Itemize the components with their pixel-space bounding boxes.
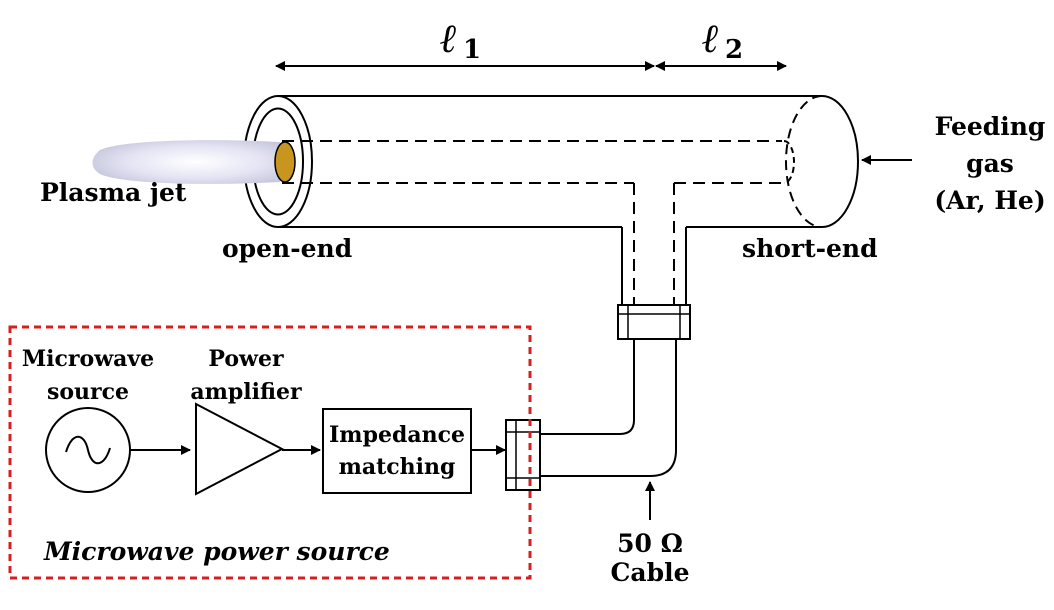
coaxial-cable <box>540 339 677 477</box>
top-connector <box>617 304 691 340</box>
amplifier-triangle-icon <box>195 402 285 496</box>
cable-label-2: Cable <box>611 558 690 587</box>
impedance-matching-label-1: Impedance <box>329 422 465 448</box>
plasma-jet-label: Plasma jet <box>40 178 187 207</box>
dimension-l1: ℓ 1 <box>275 15 655 71</box>
microwave-power-source: Microwave power source Microwave source … <box>8 325 532 580</box>
feeding-gas-label-3: (Ar, He) <box>934 186 1045 215</box>
dimension-l1-subscript: 1 <box>463 35 481 65</box>
impedance-matching-box <box>322 408 472 494</box>
power-source-title: Microwave power source <box>43 537 390 566</box>
open-end-label: open-end <box>222 234 352 263</box>
dimension-l2: ℓ 2 <box>655 15 787 71</box>
microwave-source-label-2: source <box>47 379 129 405</box>
dimension-l2-symbol: ℓ <box>702 15 719 62</box>
coaxial-resonator <box>243 95 859 305</box>
dimension-l1-symbol: ℓ <box>440 15 457 62</box>
short-end-label: short-end <box>742 234 878 263</box>
plasma-jet <box>92 140 296 184</box>
power-amplifier-label-2: amplifier <box>190 379 302 405</box>
feeding-gas-label-2: gas <box>966 149 1014 178</box>
left-connector <box>505 419 541 491</box>
dimension-l2-subscript: 2 <box>725 35 743 65</box>
impedance-matching-label-2: matching <box>339 454 456 480</box>
cable-label-1: 50 Ω <box>617 529 683 558</box>
microwave-source-label-1: Microwave <box>22 346 154 372</box>
gas-nozzle <box>274 141 296 183</box>
power-source-dashed-box <box>8 325 532 580</box>
power-amplifier-label-1: Power <box>208 346 284 372</box>
feeding-gas-label-1: Feeding <box>935 112 1046 141</box>
inner-conductor <box>282 140 795 305</box>
